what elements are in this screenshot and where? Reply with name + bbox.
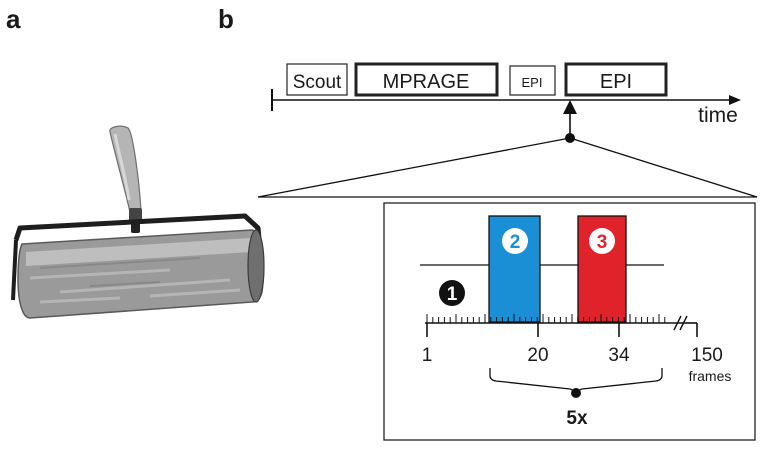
marker-3-circle	[589, 228, 615, 254]
tick-label-150: 150	[691, 345, 723, 366]
panel-label-b: b	[218, 4, 234, 34]
time-axis-label: time	[698, 104, 738, 127]
tick-label-34: 34	[608, 345, 630, 366]
mprage-block	[354, 62, 499, 97]
scout-block	[286, 63, 348, 96]
zoom-pointer-arrowhead	[563, 100, 577, 114]
epi-block-main-label: EPI	[600, 71, 632, 93]
axis-break-mark-2	[679, 315, 688, 331]
scout-block-label: Scout	[293, 72, 342, 93]
frames-unit-label: frames	[689, 368, 732, 384]
tick-label-1: 1	[422, 345, 433, 366]
timeline-arrowhead	[729, 95, 741, 105]
sequence-timeline: time Scout MPRAGE EPI EPI	[257, 62, 758, 198]
epi-block-main	[564, 62, 668, 97]
epi-detail-view: 1 2 3 1 20 34 150 frames 5x	[258, 196, 757, 441]
marker-1-label: 1	[447, 284, 458, 305]
repeat-count-label: 5x	[566, 408, 588, 429]
panel-label-a: a	[6, 4, 21, 34]
marker-2-label: 2	[510, 232, 521, 253]
zoom-line-left	[257, 137, 571, 198]
axis-break-mark-1	[673, 315, 682, 331]
marker-3-label: 3	[597, 232, 608, 253]
marker-2-circle	[502, 228, 528, 254]
mprage-block-label: MPRAGE	[383, 71, 470, 93]
tick-label-20: 20	[527, 345, 548, 366]
repeat-brace-dot	[571, 388, 581, 398]
zoom-line-right	[569, 137, 758, 198]
paint-roller-illustration	[11, 125, 265, 319]
detail-frame	[383, 202, 756, 441]
marker-1-circle	[439, 280, 465, 306]
frame-ruler-ticks	[426, 314, 666, 337]
epi-block-short-label: EPI	[522, 75, 543, 90]
epi-block-short	[509, 65, 556, 96]
stimulus-block-3-outline	[577, 215, 627, 323]
